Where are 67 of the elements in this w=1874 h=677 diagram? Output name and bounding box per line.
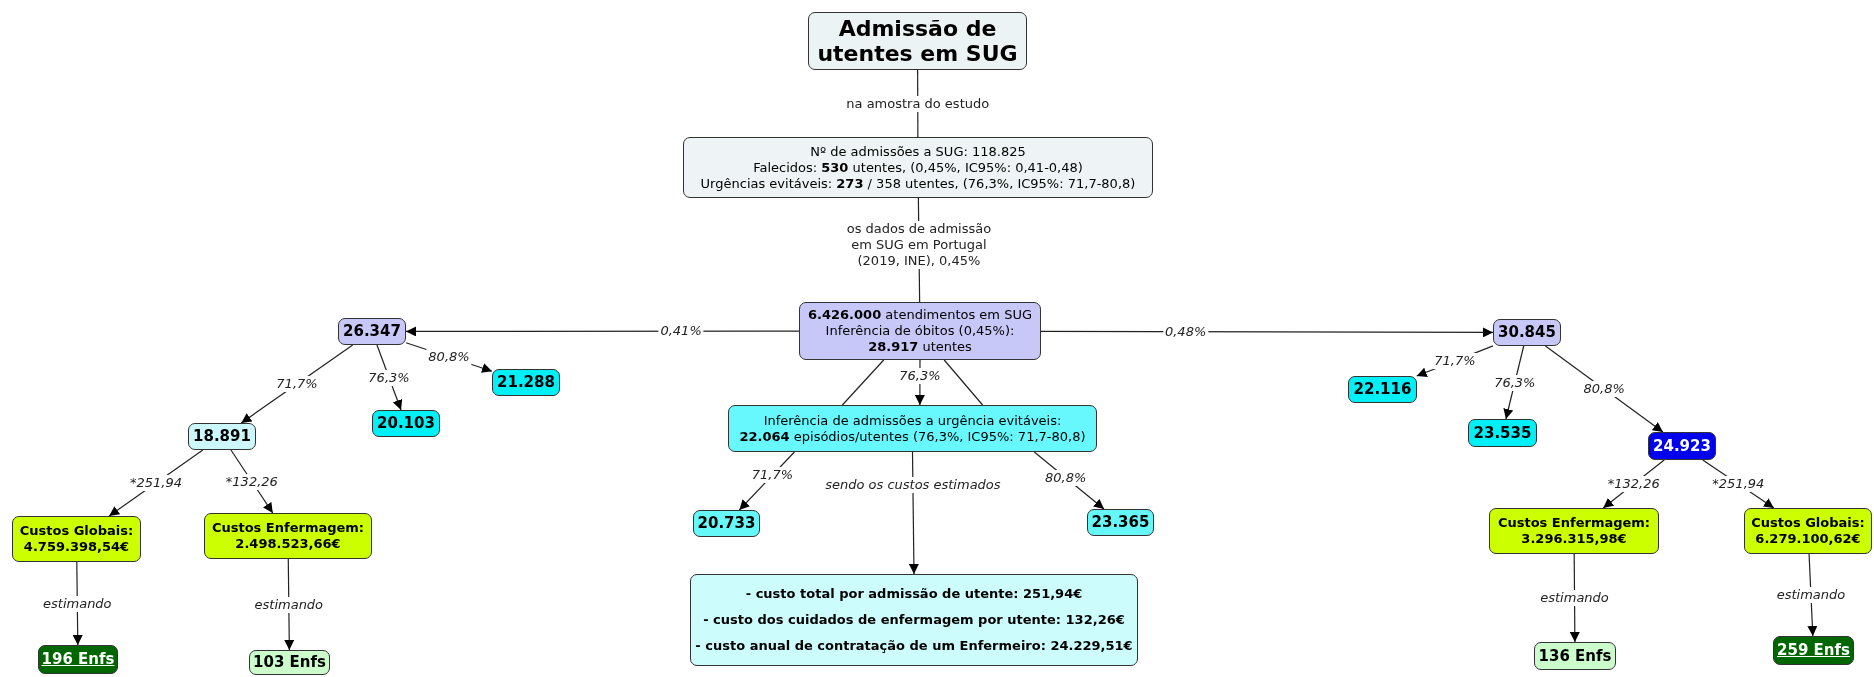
edge-label: estimando xyxy=(252,596,326,613)
node-text: - custo total por admissão de utente: 251,94€ xyxy=(745,586,1083,602)
node-text: 103 Enfs xyxy=(253,652,326,674)
edge-label: *132,26 xyxy=(1605,476,1662,492)
edge-label: 71,7% xyxy=(1432,352,1478,369)
cost-box xyxy=(12,516,141,562)
arrow xyxy=(405,326,800,337)
value-box xyxy=(1493,319,1561,346)
connector-line xyxy=(841,359,885,406)
node-text: Custos Enfermagem: 3.296.315,98€ xyxy=(1496,515,1652,547)
edge-label: estimando xyxy=(41,595,114,612)
value-box xyxy=(492,369,560,396)
node-text: 23.535 xyxy=(1473,422,1532,444)
node-text: 22.116 xyxy=(1353,379,1412,401)
node-text: Custos Globais: 6.279.100,62€ xyxy=(1750,515,1866,547)
concept-box xyxy=(683,137,1153,198)
node-text: 23.365 xyxy=(1091,512,1150,534)
node-text: - custo dos cuidados de enfermagem por utente: 132,26€ xyxy=(703,612,1125,628)
node-text: 136 Enfs xyxy=(1538,645,1612,667)
edge-label: na amostra do estudo xyxy=(844,95,992,112)
edge-label: *251,94 xyxy=(128,475,184,491)
value-box xyxy=(338,318,406,345)
edge-label: estimando xyxy=(1538,590,1611,606)
edge-label: *132,26 xyxy=(223,473,280,490)
edge-label: sendo os custos estimados xyxy=(823,476,1003,493)
edge-label: 71,7% xyxy=(274,376,320,392)
node-text: Custos Globais: 4.759.398,54€ xyxy=(18,523,135,555)
concept-box xyxy=(728,405,1097,452)
value-box xyxy=(1348,376,1417,403)
value-box xyxy=(1648,432,1716,460)
node-text: 259 Enfs xyxy=(1777,640,1850,662)
node-text: 30.845 xyxy=(1498,322,1556,344)
cost-list-box xyxy=(690,574,1138,666)
edge-label: 76,3% xyxy=(897,367,943,384)
cost-box xyxy=(1489,508,1659,554)
node-text: 18.891 xyxy=(193,426,251,448)
node-text: 21.288 xyxy=(497,372,555,394)
node-text: 20.103 xyxy=(377,413,435,435)
arrow xyxy=(908,451,919,575)
edge-label: 80,8% xyxy=(1581,381,1627,397)
node-text: Inferência de admissões a urgência evitáveis: 22.064 episódios/utentes (76,3%, IC95%: 71,7-80,8) xyxy=(738,412,1087,445)
edge-label: *251,94 xyxy=(1710,476,1767,492)
node-text: Custos Enfermagem: 2.498.523,66€ xyxy=(210,520,366,552)
node-text: 196 Enfs xyxy=(41,649,115,671)
node-text: - custo anual de contratação de um Enfermeiro: 24.229,51€ xyxy=(695,638,1133,654)
edge-label: 80,8% xyxy=(426,349,472,365)
node-text: 20.733 xyxy=(697,513,756,535)
node-text: 24.923 xyxy=(1653,435,1711,457)
cost-box xyxy=(204,513,372,559)
value-box xyxy=(1468,419,1537,447)
node-text: Urgências evitáveis: 273 / 358 utentes, (76,3%, IC95%: 71,7-80,8) xyxy=(700,175,1136,192)
edge-label: 76,3% xyxy=(1492,374,1538,391)
edge-label: 76,3% xyxy=(366,369,412,386)
edge-label: estimando xyxy=(1774,587,1848,603)
value-box xyxy=(372,410,440,437)
edge-label: 80,8% xyxy=(1043,469,1089,486)
cost-box xyxy=(1744,508,1872,554)
title-box xyxy=(808,12,1027,70)
node-text: 6.426.000 atendimentos em SUG Inferência de óbitos (0,45%): 28.917 utentes xyxy=(807,307,1033,355)
concept-box xyxy=(799,302,1041,360)
node-text: 26.347 xyxy=(343,321,401,343)
value-box xyxy=(188,423,256,450)
arrow xyxy=(1040,327,1494,338)
node-text: Admissão de utentes em SUG xyxy=(816,16,1019,66)
node-text: Nº de admissões a SUG: 118.825 xyxy=(810,143,1026,160)
node-text: Falecidos: 530 utentes, (0,45%, IC95%: 0,41-0,48) xyxy=(753,159,1083,176)
connector-line xyxy=(943,359,984,406)
